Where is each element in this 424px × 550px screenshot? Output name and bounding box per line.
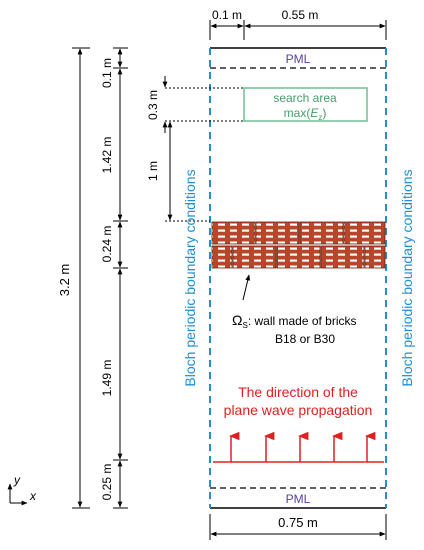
brick <box>343 221 386 245</box>
pml-bottom-label: PML <box>286 492 311 506</box>
wall-label-line1: ΩS: wall made of bricks <box>232 312 357 330</box>
dim-1.49m-label: 1.49 m <box>100 360 114 397</box>
dim-0.3m: 0.3 m <box>146 76 168 133</box>
brick <box>276 245 321 269</box>
dim-0.25m-label: 0.25 m <box>100 464 114 501</box>
dim-top-0.55: 0.55 m <box>282 8 319 22</box>
search-area-line1: search area <box>273 91 337 105</box>
dim-total-label: 3.2 m <box>57 264 72 297</box>
brick <box>320 245 365 269</box>
brick-wall <box>211 221 386 269</box>
guide-lines <box>165 87 244 222</box>
top-dimensions: 0.1 m 0.55 m <box>209 8 387 40</box>
brick <box>255 221 300 245</box>
dim-0.3m-label: 0.3 m <box>146 90 160 120</box>
dim-1m-label: 1 m <box>146 161 160 181</box>
wave-label-line1: The direction of the <box>238 384 358 400</box>
dim-1m: 1 m <box>146 121 173 221</box>
axes-indicator: y x <box>7 473 37 506</box>
wall-label-line2: B18 or B30 <box>275 332 335 346</box>
dim-bottom-label: 0.75 m <box>278 515 318 530</box>
domain-outline: PML PML <box>209 47 387 509</box>
dim-0.24m-label: 0.24 m <box>100 226 114 263</box>
brick <box>211 245 233 269</box>
brick <box>211 221 256 245</box>
axis-y-label: y <box>13 473 21 487</box>
plane-wave-source <box>213 431 384 463</box>
brick <box>299 221 344 245</box>
axis-x-label: x <box>29 489 37 503</box>
search-area: search area max(Ez) <box>243 87 368 122</box>
search-area-line2: max(Ez) <box>284 106 327 122</box>
dim-1.42m-label: 1.42 m <box>100 137 114 174</box>
pml-top-label: PML <box>286 52 311 66</box>
bloch-right-label: Bloch periodic boundary conditions <box>399 169 415 386</box>
dim-0.1m-label: 0.1 m <box>100 58 114 88</box>
dim-stack: 0.1 m 1.42 m 0.24 m 1.49 m 0.25 m <box>100 47 128 509</box>
brick <box>232 245 277 269</box>
wall-label: ΩS: wall made of bricks B18 or B30 <box>232 274 357 346</box>
dim-top-0.1: 0.1 m <box>212 8 242 22</box>
wave-label-line2: plane wave propagation <box>224 402 373 418</box>
dim-total-height: 3.2 m <box>57 47 90 509</box>
bloch-left-label: Bloch periodic boundary conditions <box>182 169 198 386</box>
brick <box>364 245 386 269</box>
wave-label: The direction of the plane wave propagat… <box>224 384 373 418</box>
bottom-dimension: 0.75 m <box>209 514 387 540</box>
